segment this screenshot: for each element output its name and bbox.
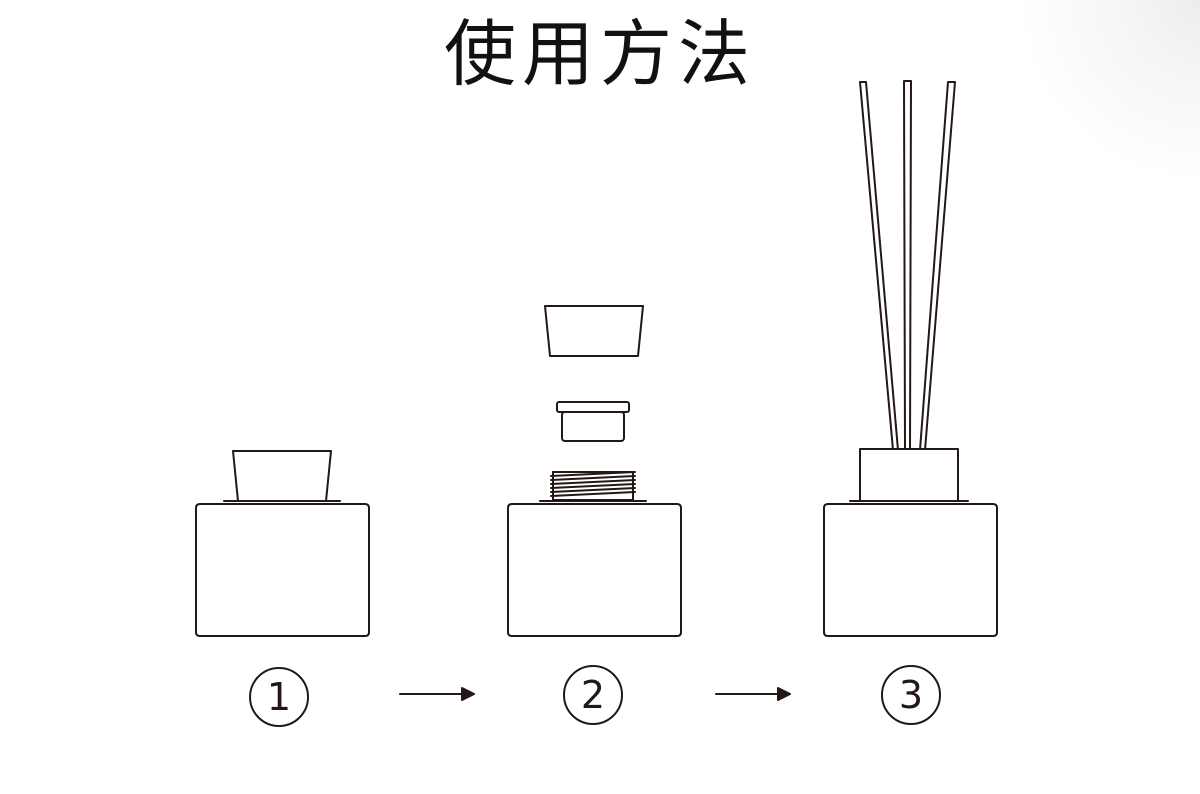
step-2-number: 2	[563, 665, 623, 725]
arrow-right-icon	[715, 687, 791, 701]
step-2-label: 2	[581, 673, 605, 717]
step-1-number: 1	[249, 667, 309, 727]
bottle-cap	[232, 450, 332, 502]
removed-outer-cap	[544, 305, 644, 357]
page-title: 使用方法	[443, 12, 756, 96]
step-2-bottle-icon	[507, 305, 682, 637]
step-1-label: 1	[267, 675, 291, 719]
bottle-body	[823, 503, 998, 637]
step-3-label: 3	[899, 673, 923, 717]
reed-sticks	[859, 80, 956, 451]
bottle-body	[195, 503, 370, 637]
arrow-right-icon	[399, 687, 475, 701]
bottle-thread-neck	[550, 471, 636, 501]
bottle-body	[507, 503, 682, 637]
step-3-bottle-icon	[823, 80, 998, 637]
removed-inner-plug	[556, 401, 630, 442]
step-3-number: 3	[881, 665, 941, 725]
bottle-cap	[859, 448, 959, 502]
step-1-bottle-icon	[195, 450, 370, 637]
